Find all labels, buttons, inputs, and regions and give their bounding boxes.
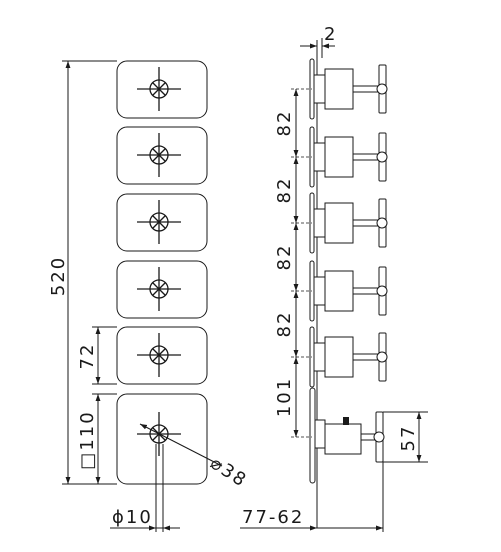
pitch-label-3: 82 [274,244,295,271]
center-lines [291,88,312,438]
front-view: 520 72 □110 ϕ10 ⌀38 [48,60,251,532]
valve-plate [116,260,208,319]
side-diverter [309,387,385,484]
square-symbol: □ [77,451,98,470]
dimension-handle-height: 57 [383,411,428,463]
pitch-label-4: 82 [274,311,295,338]
side-valve-3 [309,192,388,254]
pitch-label-2: 82 [274,177,295,204]
wall-thickness-label: 2 [324,24,337,45]
side-valve-2 [309,126,388,188]
pitch-label-5: 101 [274,377,295,417]
side-valve-5 [309,326,388,388]
overall-height-label: 520 [48,256,69,296]
valve-plate [116,193,208,252]
square-size-label: □110 [77,410,98,469]
dimension-overall-height: 520 [48,60,117,485]
diverter-plate [116,393,208,529]
dimension-rod-diameter: ϕ10 [110,507,180,532]
valve-plate [116,60,208,119]
dimension-pitch-chain: 82 82 82 82 101 [274,89,299,437]
dimension-wall-thickness: 2 [300,24,337,58]
pitch-label-1: 82 [274,110,295,137]
valve-plate [116,326,208,385]
side-view: 82 82 82 82 101 2 57 77-62 [240,24,428,532]
side-valve-4 [309,260,388,322]
rosette-diameter-label: ⌀38 [206,453,251,492]
valve-plate [116,126,208,185]
dimension-projection: 77-62 [240,462,384,532]
projection-label: 77-62 [242,507,304,528]
square-size-value: 110 [77,410,98,450]
plate-height-label: 72 [77,343,98,370]
dimension-square: □110 [77,393,117,484]
dimension-plate-height: 72 [77,326,117,385]
rod-diameter-label: ϕ10 [112,507,153,528]
handle-height-label: 57 [398,425,419,452]
side-valve-1 [309,58,388,120]
